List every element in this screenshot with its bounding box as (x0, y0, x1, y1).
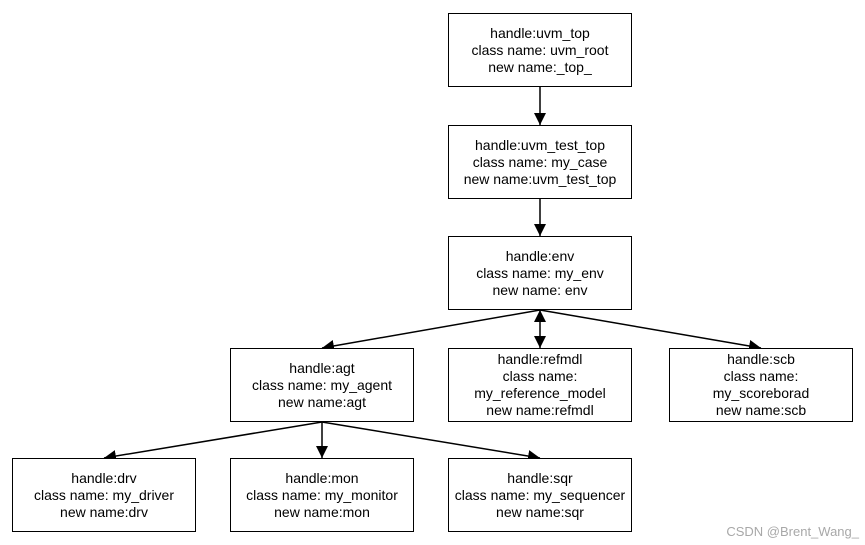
node-scb: handle:scb class name: my_scoreborad new… (669, 348, 853, 422)
node-handle-label: handle:sqr (507, 469, 573, 486)
node-class-value: my_reference_model (474, 385, 606, 401)
node-newname-label: new name:uvm_test_top (463, 170, 617, 187)
node-handle-label: handle:scb (727, 351, 795, 367)
edge-agt-to-drv (103, 421, 323, 462)
node-uvm-test-top: handle:uvm_test_top class name: my_case … (448, 125, 632, 199)
node-newname-label: new name:drv (60, 503, 148, 520)
node-handle-label: handle:uvm_test_top (475, 136, 605, 153)
node-class-label: class name: uvm_root (471, 41, 609, 58)
node-newname-label: new name:mon (274, 503, 370, 520)
edge-env-to-scb (539, 309, 762, 352)
node-sqr: handle:sqr class name: my_sequencer new … (448, 458, 632, 532)
node-newname-label: new name:agt (278, 393, 366, 410)
node-handle-label: handle:mon (285, 469, 359, 486)
node-class-label: class name: (502, 368, 578, 384)
node-uvm-top: handle:uvm_top class name: uvm_root new … (448, 13, 632, 87)
node-newname-label: new name: env (492, 281, 588, 298)
node-class-label: class name: my_monitor (246, 486, 398, 503)
node-class-label: class name: my_sequencer (454, 486, 626, 503)
node-class-label: class name: my_driver (33, 486, 175, 503)
edge-agt-to-sqr (321, 421, 541, 462)
node-newname-label: new name:_top_ (488, 58, 592, 75)
node-class-label: class name: my_env (476, 264, 604, 281)
node-class-label: class name: my_case (472, 153, 608, 170)
node-handle-label: handle:env (505, 247, 575, 264)
node-env: handle:env class name: my_env new name: … (448, 236, 632, 310)
node-class-value: my_scoreborad (712, 385, 810, 401)
node-handle-label: handle:drv (71, 469, 137, 486)
node-class-label: class name: (723, 368, 799, 384)
node-drv: handle:drv class name: my_driver new nam… (12, 458, 196, 532)
node-handle-label: handle:agt (289, 359, 355, 376)
node-newname-label: new name:scb (715, 402, 807, 418)
node-class-label: class name: my_agent (251, 376, 393, 393)
node-handle-label: handle:refmdl (497, 351, 583, 367)
node-agt: handle:agt class name: my_agent new name… (230, 348, 414, 422)
watermark-text: CSDN @Brent_Wang_ (726, 524, 859, 539)
node-handle-label: handle:uvm_top (490, 24, 590, 41)
node-newname-label: new name:sqr (496, 503, 584, 520)
edge-env-to-agt (321, 309, 541, 352)
node-mon: handle:mon class name: my_monitor new na… (230, 458, 414, 532)
node-newname-label: new name:refmdl (486, 402, 594, 418)
node-refmdl: handle:refmdl class name: my_reference_m… (448, 348, 632, 422)
